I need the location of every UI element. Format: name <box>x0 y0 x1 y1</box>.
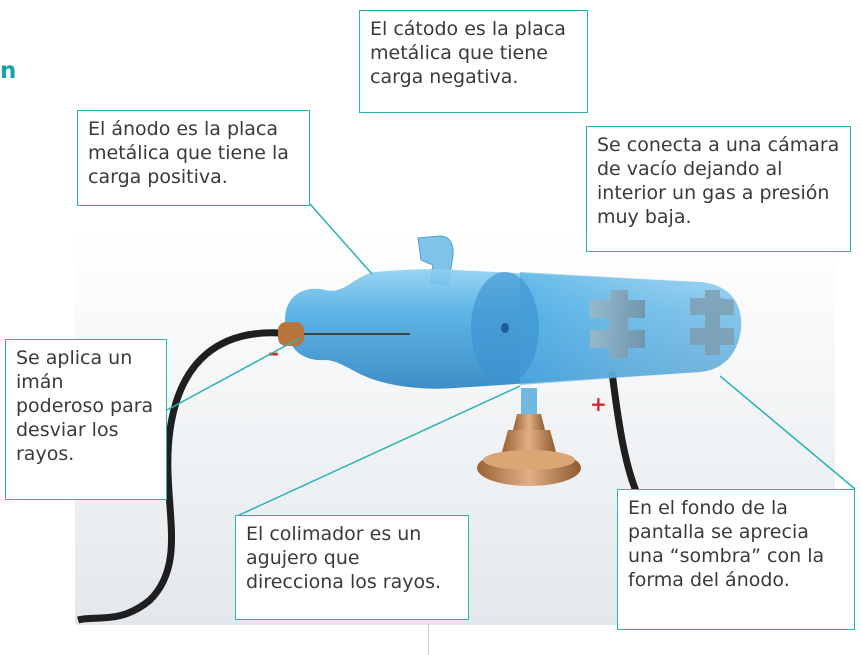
cathode-connector <box>278 322 304 346</box>
page-divider <box>428 624 429 655</box>
cross-anode <box>590 290 645 358</box>
stand-base-top <box>483 450 575 470</box>
shadow-callout: En el fondo de la pantalla se aprecia un… <box>617 489 855 630</box>
magnet-callout: Se aplica un imán poderoso para desviar … <box>5 339 167 500</box>
negative-sign: – <box>268 341 279 366</box>
cross-shadow <box>690 290 734 355</box>
stand-neck <box>513 414 545 430</box>
anode-callout: El ánodo es la placa metálica que tiene … <box>77 110 310 206</box>
collimator-stem <box>521 388 537 414</box>
collimator-callout: El colimador es un agujero que direccion… <box>235 515 469 620</box>
anode-hole <box>501 323 509 333</box>
stand-mid <box>502 430 556 452</box>
heading-fragment: n <box>0 58 17 84</box>
tube-right-section <box>520 272 742 385</box>
positive-sign: + <box>590 392 607 416</box>
cathode-callout: El cátodo es la placa metálica que tiene… <box>359 10 588 113</box>
vacuum-callout: Se conecta a una cámara de vacío dejando… <box>586 126 851 252</box>
